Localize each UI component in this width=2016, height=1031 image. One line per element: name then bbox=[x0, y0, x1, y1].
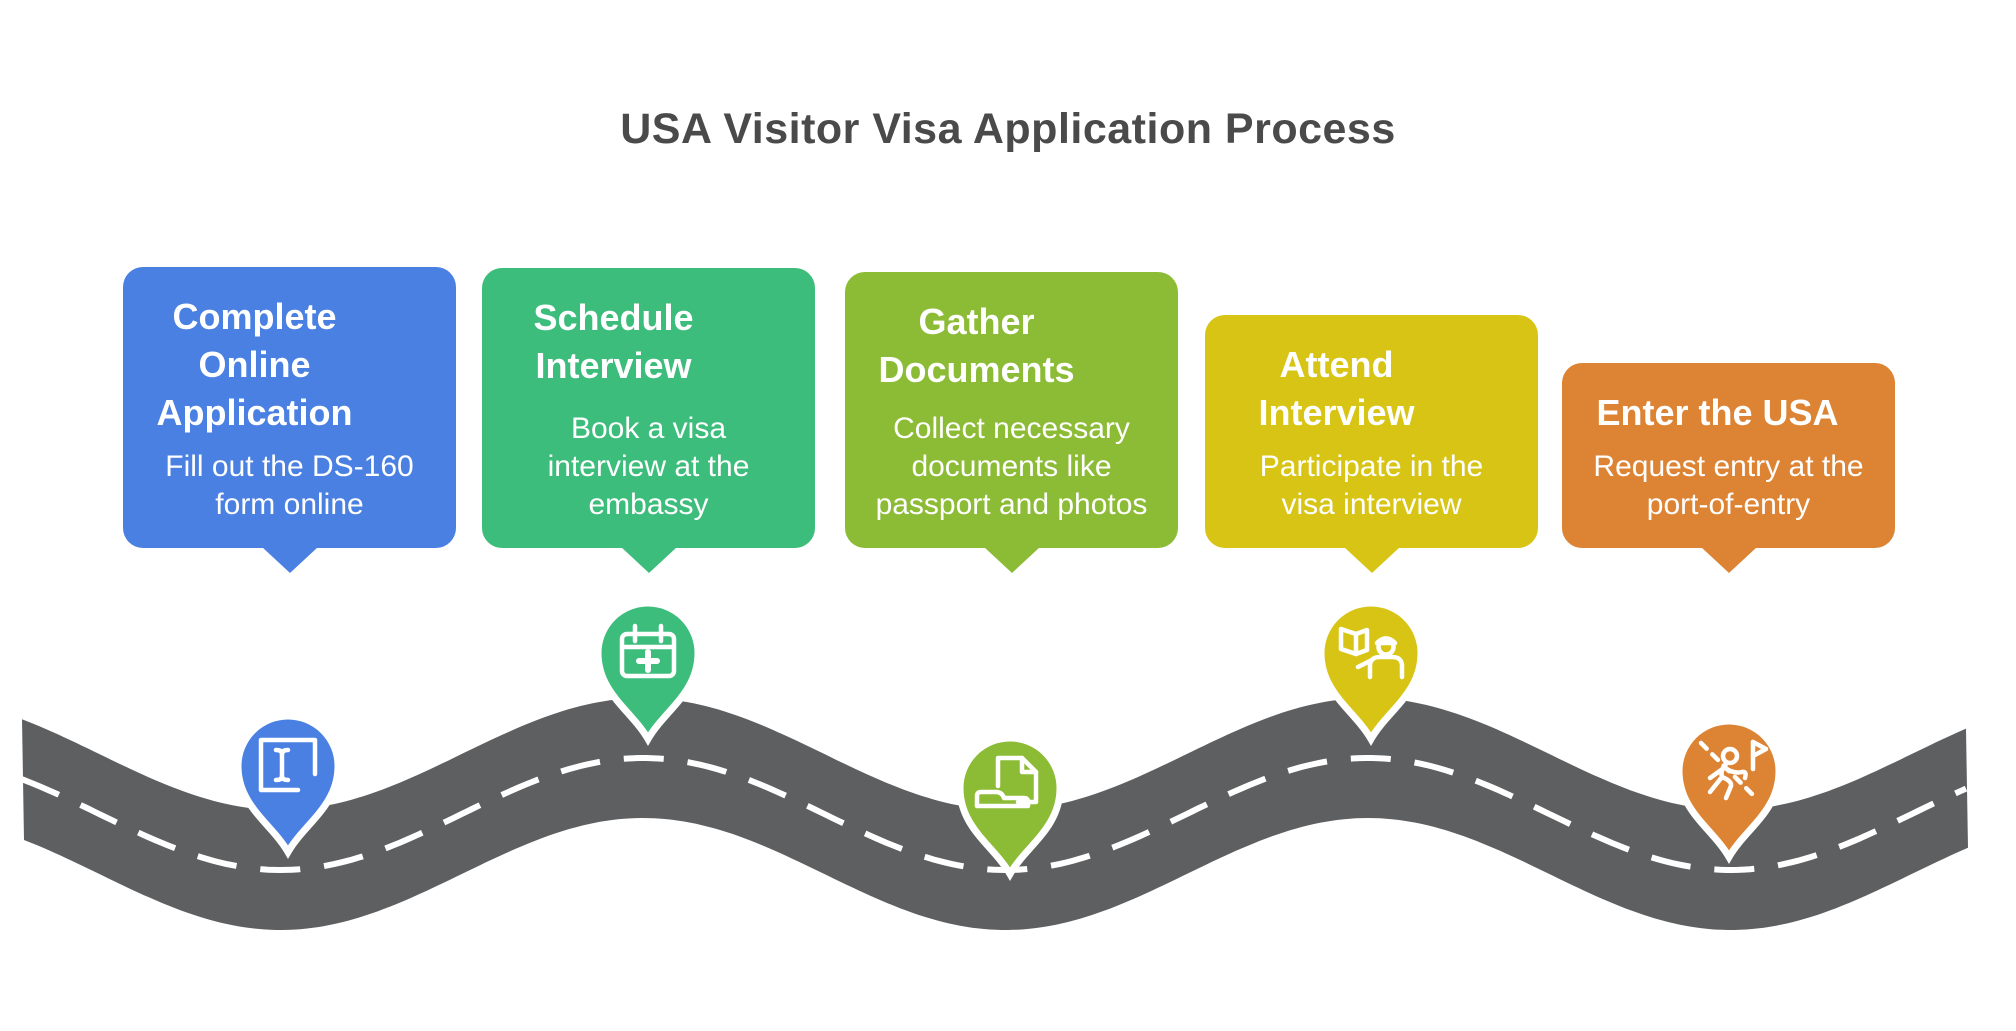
card-pointer-tail bbox=[621, 547, 677, 573]
step-card-schedule-interview: Schedule Interview Book a visa interview… bbox=[482, 268, 815, 548]
step-heading: Schedule Interview bbox=[512, 294, 785, 390]
card-pointer-tail bbox=[1344, 547, 1400, 573]
step-heading: Gather Documents bbox=[875, 298, 1148, 394]
card-pointer-tail bbox=[1701, 547, 1757, 573]
step-heading: Attend Interview bbox=[1235, 341, 1508, 437]
step-description: Request entry at the port-of-entry bbox=[1592, 448, 1865, 524]
card-pointer-tail bbox=[984, 547, 1040, 573]
step-description: Fill out the DS-160 form online bbox=[153, 448, 426, 524]
step-card-attend-interview: Attend Interview Participate in the visa… bbox=[1205, 315, 1538, 548]
step-card-complete-application: Complete Online Application Fill out the… bbox=[123, 267, 456, 548]
step-card-enter-usa: Enter the USA Request entry at the port-… bbox=[1562, 363, 1895, 548]
step-description: Participate in the visa interview bbox=[1235, 448, 1508, 524]
step-description: Book a visa interview at the embassy bbox=[531, 410, 766, 524]
step-heading: Complete Online Application bbox=[153, 293, 426, 437]
step-card-gather-documents: Gather Documents Collect necessary docum… bbox=[845, 272, 1178, 548]
step-description: Collect necessary documents like passpor… bbox=[875, 410, 1148, 524]
card-pointer-tail bbox=[262, 547, 318, 573]
step-heading: Enter the USA bbox=[1592, 389, 1865, 437]
